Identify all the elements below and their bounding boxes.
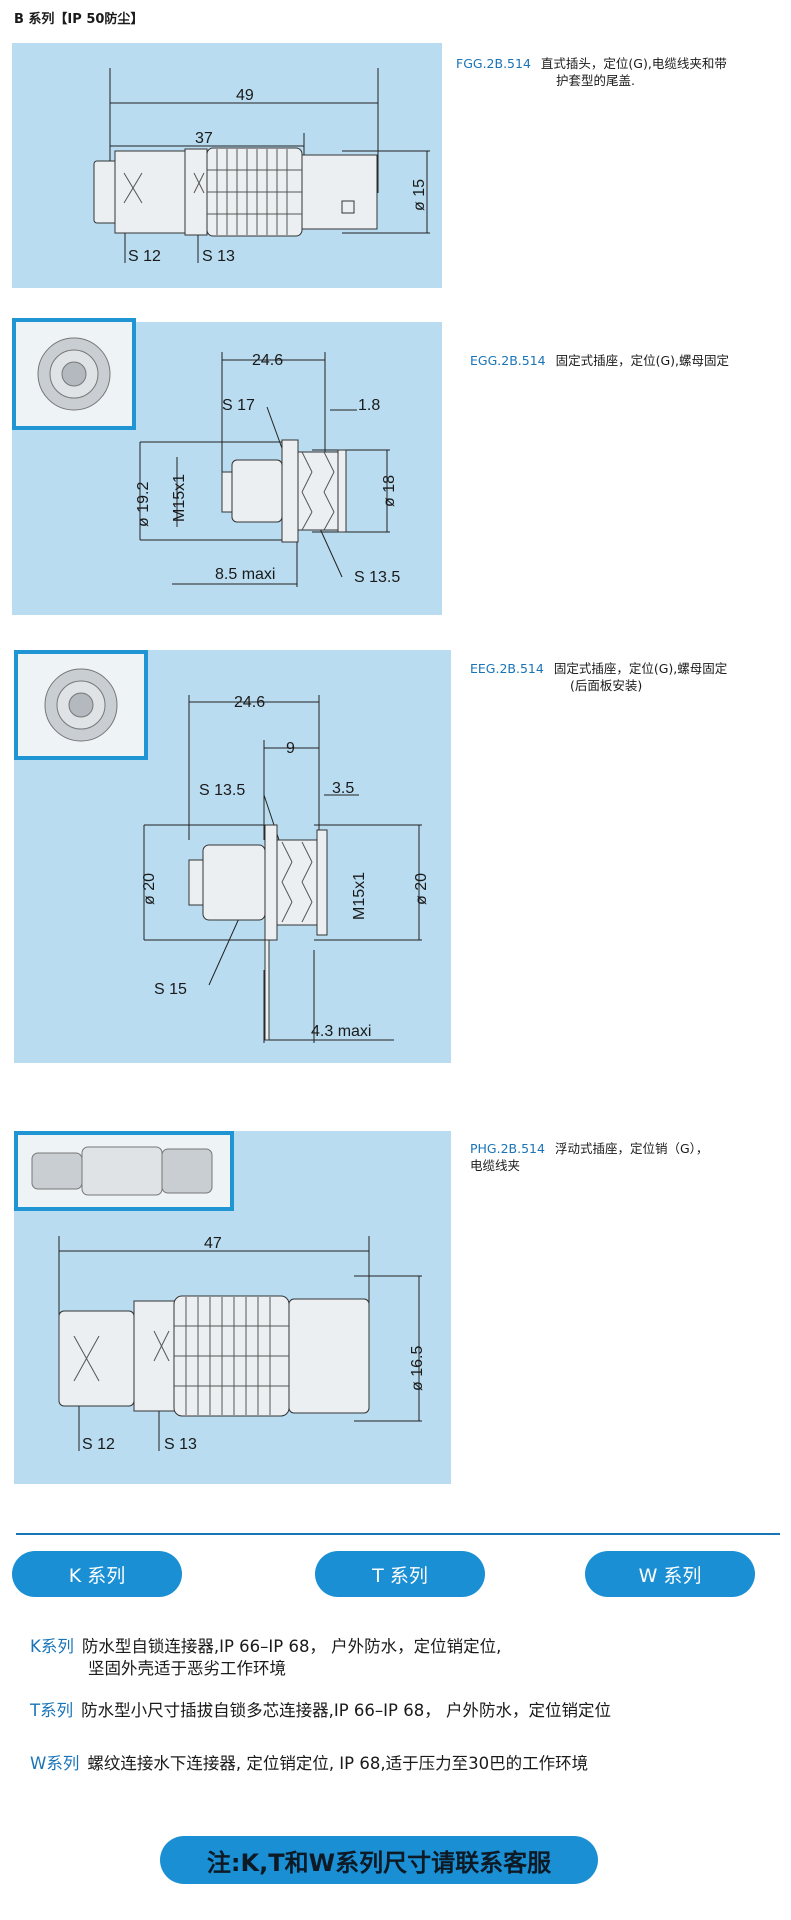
dim-overall: 49 <box>236 87 254 104</box>
series-desc-line2: 坚固外壳适于恶劣工作环境 <box>88 1659 286 1678</box>
series-name: W系列 <box>30 1754 80 1773</box>
dim-thread: M15x1 <box>171 474 188 522</box>
product-code: FGG.2B.514 <box>456 56 531 71</box>
product-code: EEG.2B.514 <box>470 661 544 676</box>
dim-dia: ø 15 <box>411 179 428 211</box>
t-series-button[interactable]: T 系列 <box>315 1551 485 1597</box>
product-desc-line1: 固定式插座，定位(G),螺母固定 <box>553 661 728 676</box>
dim-dia: ø 16.5 <box>409 1346 426 1391</box>
product-desc-line2: 电缆线夹 <box>470 1158 521 1173</box>
dim-thickness: 1.8 <box>358 397 380 414</box>
phg-drawing: 47 ø 16.5 S 12 S 13 <box>58 1235 426 1453</box>
product-desc-fgg: FGG.2B.514 直式插头，定位(G),电缆线夹和带 护套型的尾盖. <box>456 55 776 89</box>
drawing-panel-egg: 24.6 S 17 1.8 ø 19.2 M15x1 ø 18 8.5 maxi… <box>12 322 442 615</box>
product-desc-line2: 护套型的尾盖. <box>556 73 635 88</box>
series-desc-w: W系列螺纹连接水下连接器, 定位销定位, IP 68,适于压力至30巴的工作环境 <box>30 1753 770 1775</box>
dim-s13: S 13 <box>202 248 235 265</box>
series-name: K系列 <box>30 1637 74 1656</box>
product-photo-egg <box>12 318 136 430</box>
dim-overall: 47 <box>204 1235 222 1252</box>
product-desc-line2: (后面板安装) <box>570 678 643 693</box>
product-code: EGG.2B.514 <box>470 353 546 368</box>
contact-note-banner: 注:K,T和W系列尺寸请联系客服 <box>160 1836 598 1884</box>
product-desc-line1: 浮动式插座，定位销（G）， <box>554 1141 709 1156</box>
dim-thread: M15x1 <box>351 872 368 920</box>
dim-s135: S 13.5 <box>354 569 400 586</box>
dim-maxi: 4.3 maxi <box>311 1023 371 1040</box>
product-desc-egg: EGG.2B.514 固定式插座，定位(G),螺母固定 <box>470 352 780 369</box>
dim-dia2: ø 20 <box>413 873 430 905</box>
drawing-panel-eeg: 24.6 9 S 13.5 3.5 ø 20 M15x1 ø 20 S 15 4… <box>14 650 451 1063</box>
dim-s13: S 13 <box>164 1436 197 1453</box>
egg-drawing: 24.6 S 17 1.8 ø 19.2 M15x1 ø 18 8.5 maxi… <box>135 352 400 587</box>
dim-s15: S 15 <box>154 981 187 998</box>
dim-length: 24.6 <box>252 352 283 369</box>
series-desc-t: T系列防水型小尺寸插拔自锁多芯连接器,IP 66–IP 68， 户外防水，定位销… <box>30 1700 770 1722</box>
connector-icon <box>44 668 118 742</box>
dim-s17: S 17 <box>222 397 255 414</box>
series-desc-line1: 防水型自锁连接器,IP 66–IP 68， 户外防水，定位销定位, <box>81 1637 502 1656</box>
dim-dia2: ø 18 <box>381 475 398 507</box>
series-desc-line1: 螺纹连接水下连接器, 定位销定位, IP 68,适于压力至30巴的工作环境 <box>87 1754 589 1773</box>
product-code: PHG.2B.514 <box>470 1141 545 1156</box>
k-series-button[interactable]: K 系列 <box>12 1551 182 1597</box>
connector-icon <box>31 1146 213 1196</box>
dim-body: 37 <box>195 130 213 147</box>
dim-nine: 9 <box>286 740 295 757</box>
connector-icon <box>37 337 111 411</box>
dim-maxi: 8.5 maxi <box>215 566 275 583</box>
dim-dia1: ø 19.2 <box>135 482 152 527</box>
dim-s12: S 12 <box>128 248 161 265</box>
product-desc-line1: 固定式插座，定位(G),螺母固定 <box>555 353 730 368</box>
series-name: T系列 <box>30 1701 74 1720</box>
series-desc-k: K系列防水型自锁连接器,IP 66–IP 68， 户外防水，定位销定位, 坚固外… <box>30 1636 770 1680</box>
dim-length: 24.6 <box>234 694 265 711</box>
product-desc-line1: 直式插头，定位(G),电缆线夹和带 <box>540 56 727 71</box>
fgg-drawing: 49 37 ø 15 S 12 S 13 <box>93 68 430 265</box>
dim-s135: S 13.5 <box>199 782 245 799</box>
dim-thickness: 3.5 <box>332 780 354 797</box>
dim-s12: S 12 <box>82 1436 115 1453</box>
product-desc-phg: PHG.2B.514 浮动式插座，定位销（G）， 电缆线夹 <box>470 1140 780 1174</box>
series-desc-line1: 防水型小尺寸插拔自锁多芯连接器,IP 66–IP 68， 户外防水，定位销定位 <box>81 1701 611 1720</box>
product-photo-eeg <box>14 650 148 760</box>
product-photo-phg <box>14 1131 234 1211</box>
eeg-drawing: 24.6 9 S 13.5 3.5 ø 20 M15x1 ø 20 S 15 4… <box>141 694 430 1043</box>
product-desc-eeg: EEG.2B.514 固定式插座，定位(G),螺母固定 (后面板安装) <box>470 660 780 694</box>
w-series-button[interactable]: W 系列 <box>585 1551 755 1597</box>
section-divider <box>16 1533 780 1535</box>
drawing-panel-fgg: 49 37 ø 15 S 12 S 13 <box>12 43 442 288</box>
section-title: B 系列【IP 50防尘】 <box>14 12 144 27</box>
dim-dia1: ø 20 <box>141 873 158 905</box>
